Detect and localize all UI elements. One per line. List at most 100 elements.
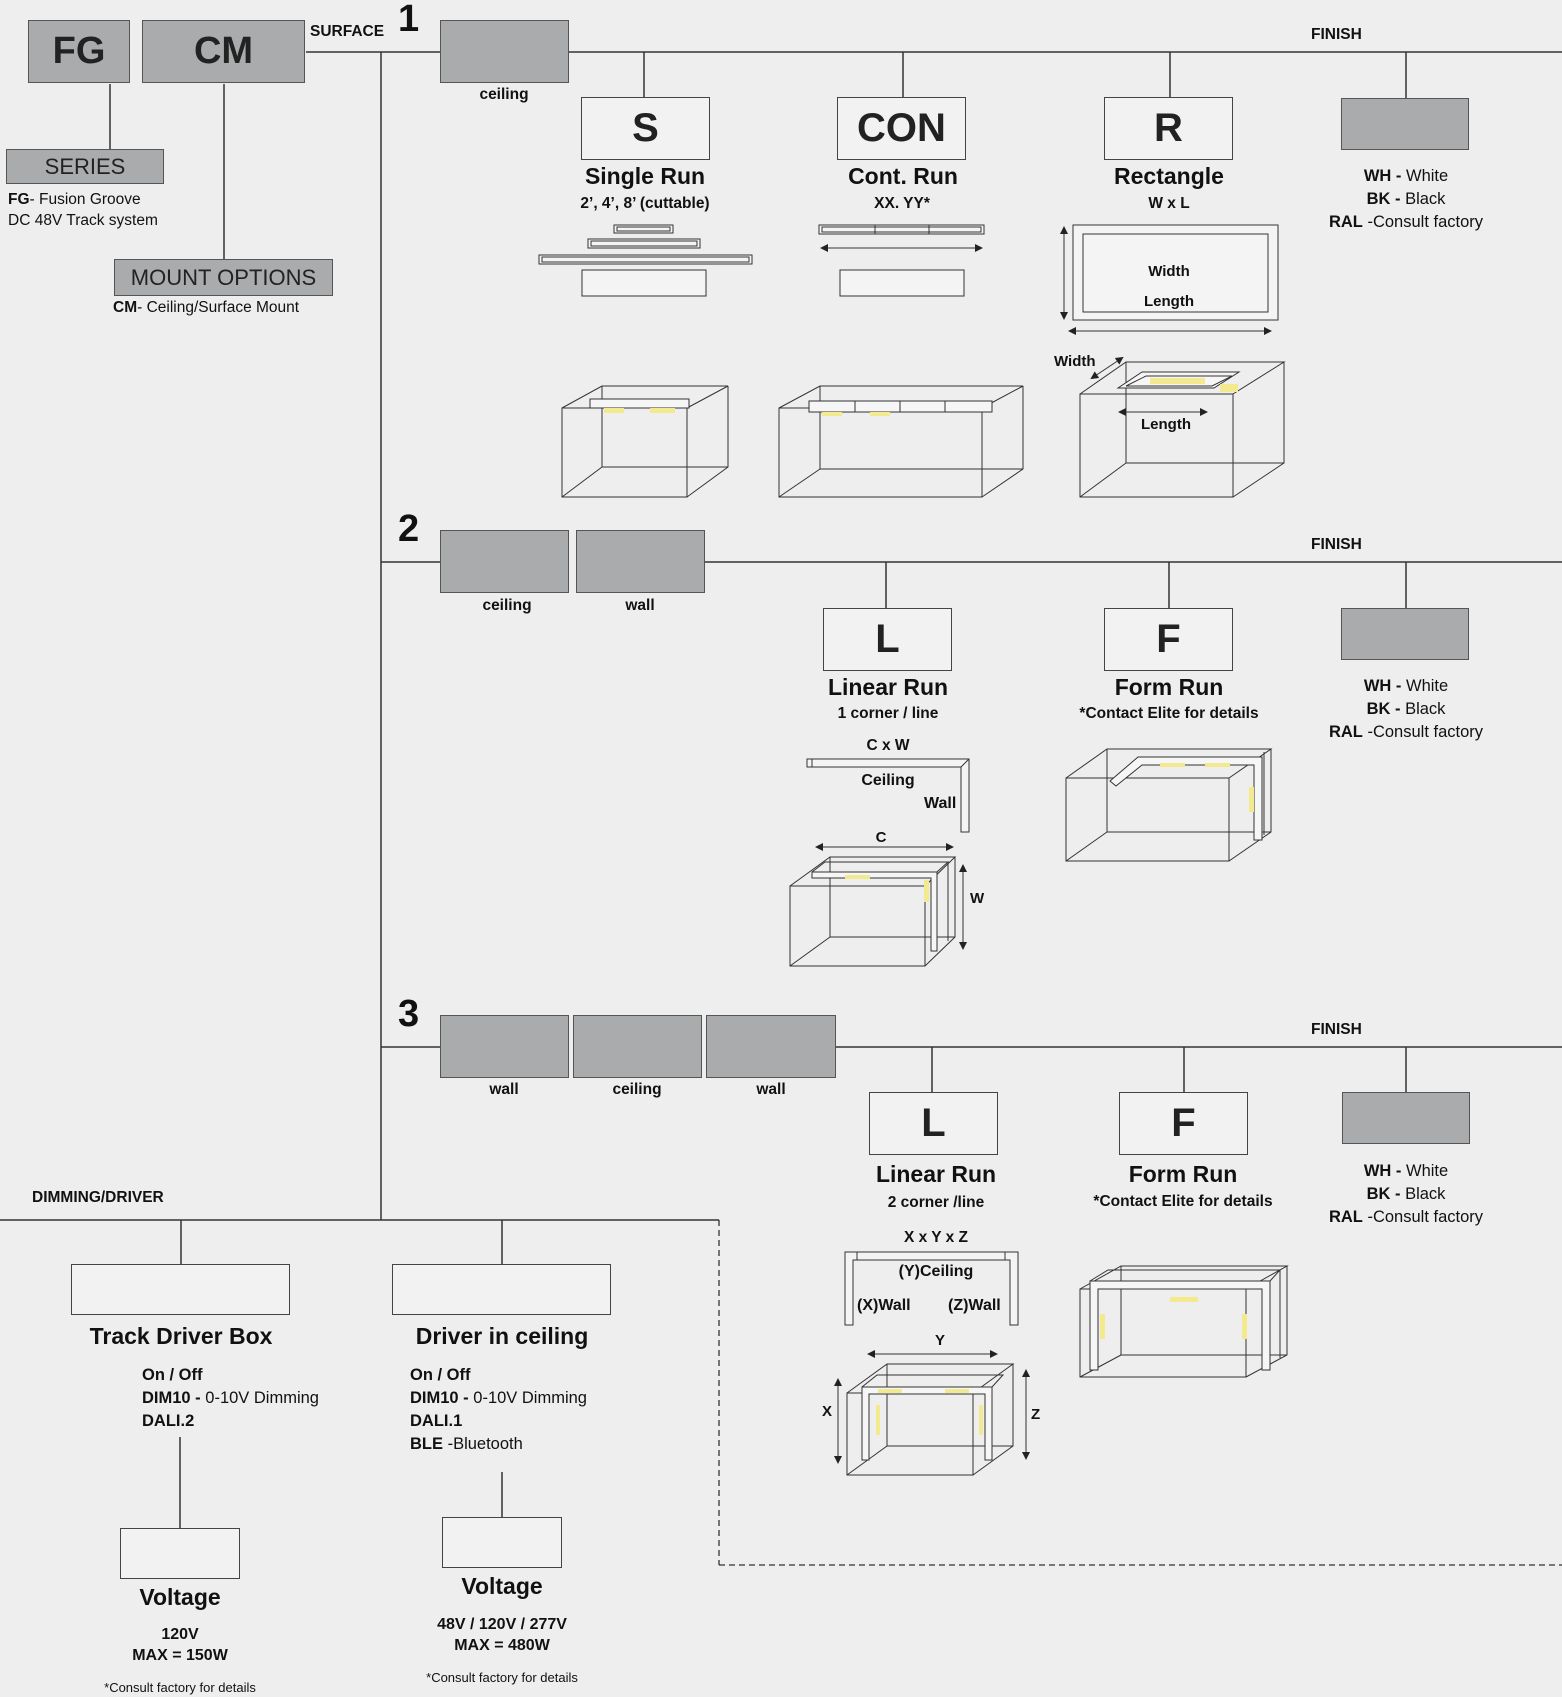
track-driver-title: Track Driver Box	[89, 1323, 273, 1349]
linear-run-2-x-label: X	[822, 1403, 833, 1420]
row-2-number: 2	[398, 508, 420, 550]
row-3-finish-options: WH - White BK - Black RAL -Consult facto…	[1323, 1160, 1489, 1229]
finish-wh: WH - White	[1363, 677, 1449, 695]
track-driver-options: On / Off DIM10 - 0-10V Dimming DALI.2	[142, 1364, 319, 1433]
row-3-wall-left-label: wall	[489, 1081, 519, 1098]
row-1-finish-label: FINISH	[1311, 26, 1362, 43]
form-run-1-code-box[interactable]: F	[1104, 608, 1233, 671]
row-3-ceiling-box[interactable]	[573, 1015, 702, 1078]
single-run-sub: 2’, 4’, 8’ (cuttable)	[580, 195, 710, 212]
series-code: FG	[52, 30, 106, 72]
series-box[interactable]: SERIES	[6, 149, 164, 184]
mount-code-box[interactable]: CM	[142, 20, 305, 83]
form-run-2-sub: *Contact Elite for details	[1093, 1193, 1273, 1210]
track-dali: DALI.2	[142, 1412, 195, 1430]
track-voltage-value: 120V	[161, 1626, 199, 1643]
linear-run-1-code: L	[875, 617, 900, 661]
linear-run-2-dim: X x Y x Z	[903, 1229, 969, 1246]
linear-run-2-code: L	[921, 1101, 946, 1145]
single-run-diagram	[538, 224, 753, 297]
rectangle-length-label: Length	[1144, 293, 1194, 310]
form-run-2-code-box[interactable]: F	[1119, 1092, 1248, 1155]
linear-run-2-zwall-label: (Z)Wall	[948, 1297, 1001, 1314]
row-3-number: 3	[398, 993, 420, 1035]
finish-ral: RAL -Consult factory	[1328, 213, 1484, 231]
single-run-room	[561, 385, 729, 498]
row-2-finish-label: FINISH	[1311, 536, 1362, 553]
mount-options-label: MOUNT OPTIONS	[130, 264, 317, 290]
row-2-finish-options: WH - White BK - Black RAL -Consult facto…	[1323, 675, 1489, 744]
track-voltage-max: MAX = 150W	[132, 1647, 228, 1664]
single-run-code: S	[632, 106, 659, 150]
linear-run-1-ceiling-label: Ceiling	[861, 772, 915, 789]
row-2-ceiling-box[interactable]	[440, 530, 569, 593]
track-voltage-title: Voltage	[139, 1584, 221, 1610]
linear-run-1-code-box[interactable]: L	[823, 608, 952, 671]
series-label: SERIES	[44, 153, 126, 179]
row-2-wall-box[interactable]	[576, 530, 705, 593]
row-1-number: 1	[398, 0, 420, 40]
linear-run-2-ceiling-label: (Y)Ceiling	[898, 1263, 974, 1280]
mount-desc-text: - Ceiling/Surface Mount	[137, 299, 300, 316]
track-voltage-note: *Consult factory for details	[104, 1680, 256, 1695]
ceiling-voltage-title: Voltage	[461, 1573, 543, 1599]
ceiling-onoff: On / Off	[410, 1366, 471, 1384]
cont-run-sub: XX. YY*	[874, 195, 930, 212]
ceiling-driver-title: Driver in ceiling	[415, 1323, 589, 1349]
row-3-wall-right-label: wall	[756, 1081, 786, 1098]
mount-options-box[interactable]: MOUNT OPTIONS	[114, 259, 333, 296]
row-1-ceiling-label: ceiling	[479, 86, 529, 103]
series-desc-line2: DC 48V Track system	[8, 212, 158, 229]
rectangle-room-width-label: Width	[1054, 353, 1096, 370]
rectangle-title: Rectangle	[1114, 163, 1224, 189]
row-3-ceiling-label: ceiling	[612, 1081, 662, 1098]
linear-run-2-title: Linear Run	[875, 1161, 997, 1187]
series-desc-code: FG	[8, 191, 30, 208]
finish-ral: RAL -Consult factory	[1328, 1208, 1484, 1226]
form-run-1-title: Form Run	[1114, 674, 1224, 700]
cont-run-title: Cont. Run	[848, 163, 958, 189]
row-2-ceiling-label: ceiling	[482, 597, 532, 614]
form-run-1-code: F	[1156, 617, 1181, 661]
finish-bk: BK - Black	[1366, 700, 1446, 718]
linear-run-2-code-box[interactable]: L	[869, 1092, 998, 1155]
row-2-wall-label: wall	[625, 597, 655, 614]
finish-bk: BK - Black	[1366, 190, 1446, 208]
track-voltage-box[interactable]	[120, 1528, 240, 1579]
track-onoff: On / Off	[142, 1366, 203, 1384]
linear-run-1-room	[789, 843, 967, 967]
mount-desc-code: CM	[113, 299, 138, 316]
single-run-title: Single Run	[584, 163, 706, 189]
linear-run-2-z-label: Z	[1031, 1406, 1041, 1423]
ceiling-dali: DALI.1	[410, 1412, 463, 1430]
form-run-1-room	[1065, 748, 1273, 862]
row-2-finish-box[interactable]	[1341, 608, 1469, 660]
linear-run-2-sub: 2 corner /line	[887, 1194, 985, 1211]
row-3-finish-box[interactable]	[1342, 1092, 1470, 1144]
ceiling-voltage-note: *Consult factory for details	[426, 1670, 578, 1685]
ceiling-driver-box[interactable]	[392, 1264, 611, 1315]
row-3-wall-left-box[interactable]	[440, 1015, 569, 1078]
single-run-code-box[interactable]: S	[581, 97, 710, 160]
rectangle-width-label: Width	[1148, 263, 1190, 280]
form-run-2-code: F	[1171, 1101, 1196, 1145]
row-1-ceiling-box[interactable]	[440, 20, 569, 83]
linear-run-1-w-label: W	[970, 890, 985, 907]
mount-description: CM- Ceiling/Surface Mount	[113, 299, 299, 317]
series-desc-line1: - Fusion Groove	[29, 191, 141, 208]
form-run-2-room	[1079, 1265, 1289, 1378]
row-1-finish-options: WH - White BK - Black RAL -Consult facto…	[1323, 165, 1489, 234]
finish-wh: WH - White	[1363, 1162, 1449, 1180]
series-code-box[interactable]: FG	[28, 20, 130, 83]
rectangle-sub: W x L	[1148, 195, 1190, 212]
rectangle-code-box[interactable]: R	[1104, 97, 1233, 160]
row-3-finish-label: FINISH	[1311, 1021, 1362, 1038]
cont-run-code-box[interactable]: CON	[837, 97, 966, 160]
rectangle-code: R	[1154, 106, 1183, 150]
ceiling-voltage-box[interactable]	[442, 1517, 562, 1568]
row-1-finish-box[interactable]	[1341, 98, 1469, 150]
track-driver-box[interactable]	[71, 1264, 290, 1315]
track-dim10: DIM10 - 0-10V Dimming	[142, 1389, 319, 1407]
row-3-wall-right-box[interactable]	[706, 1015, 836, 1078]
